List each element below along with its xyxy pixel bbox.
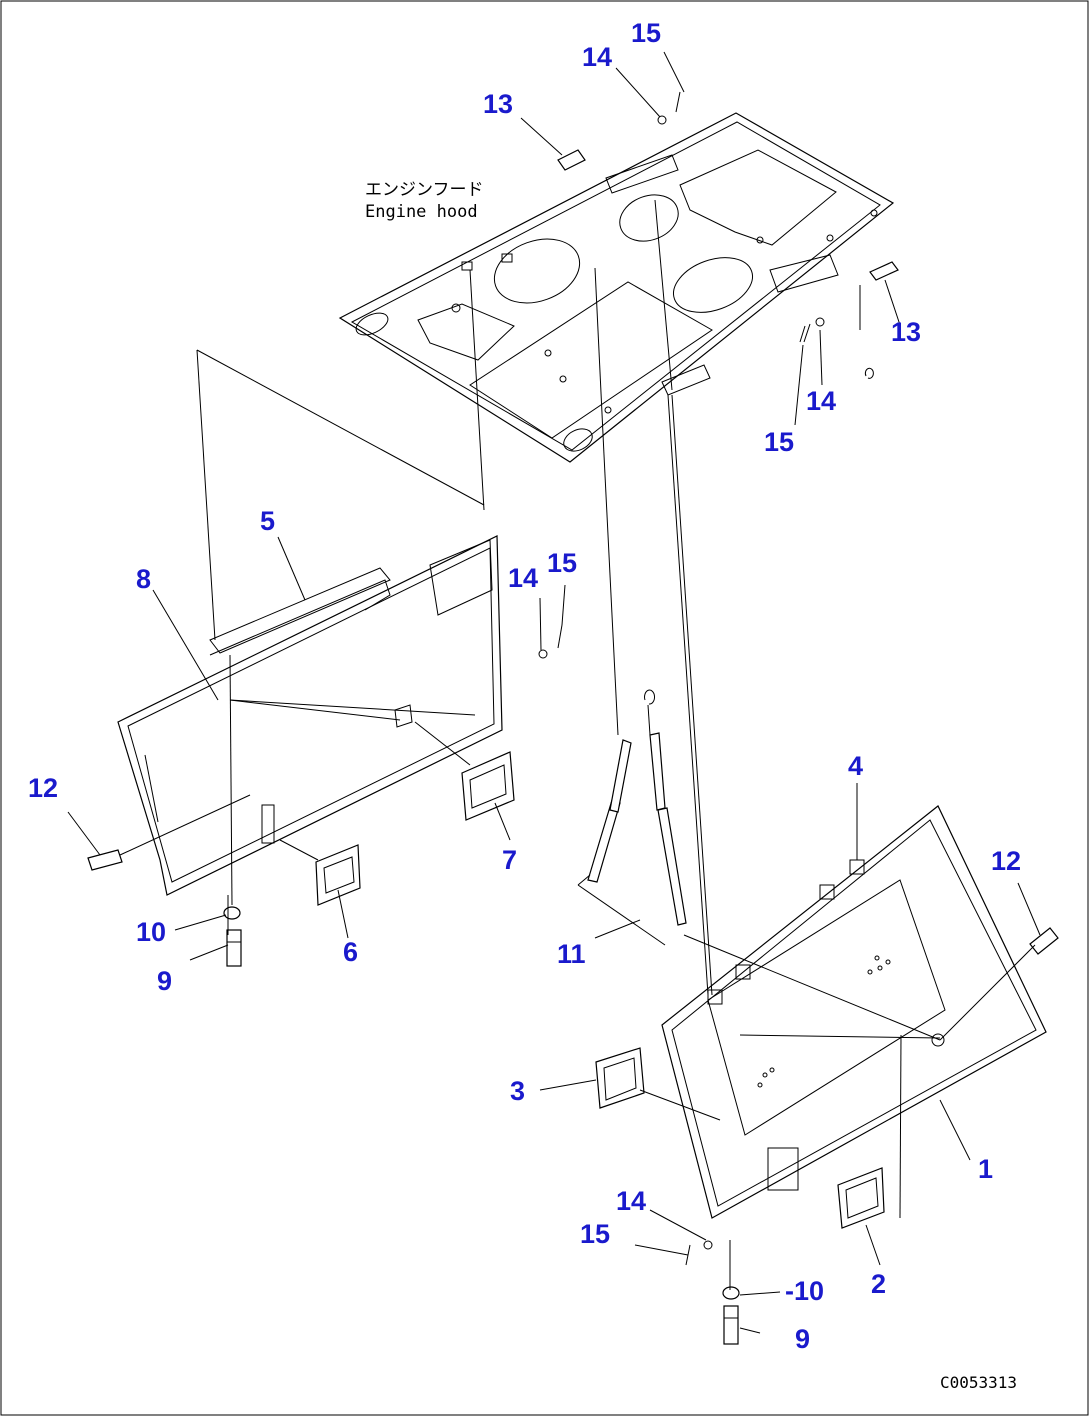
callout-9-right: 9 bbox=[795, 1324, 810, 1354]
callout-2: 2 bbox=[871, 1269, 886, 1299]
callout-3: 3 bbox=[510, 1076, 525, 1106]
hood-label-japanese: エンジンフード bbox=[365, 180, 484, 200]
hood-fasteners-right bbox=[799, 261, 899, 379]
callout-6: 6 bbox=[343, 937, 358, 967]
callout-12-left: 12 bbox=[28, 773, 58, 803]
callout-5: 5 bbox=[260, 506, 275, 536]
callout-13-right: 13 bbox=[891, 317, 921, 347]
callout-1: 1 bbox=[978, 1154, 993, 1184]
callout-12-right: 12 bbox=[991, 846, 1021, 876]
callout-10-left: 10 bbox=[136, 917, 166, 947]
latch-plate-3 bbox=[595, 1047, 645, 1109]
callout-15-top: 15 bbox=[631, 18, 661, 48]
callout-14-door: 14 bbox=[508, 563, 538, 593]
washer-14-left bbox=[538, 649, 548, 659]
leader-lines bbox=[67, 51, 1041, 1334]
bolt-12-left bbox=[87, 849, 123, 871]
callout-8: 8 bbox=[136, 564, 151, 594]
gas-springs bbox=[577, 689, 687, 946]
callouts: 1 2 3 4 5 6 7 8 9 9 10 -10 11 12 12 13 1… bbox=[28, 18, 1021, 1354]
bolt-9-left bbox=[226, 929, 242, 967]
callout-14-bottom: 14 bbox=[616, 1186, 646, 1216]
washer-10-right bbox=[722, 1286, 740, 1300]
washer-10-left bbox=[223, 906, 241, 920]
latch-plate-7 bbox=[461, 751, 515, 821]
callout-11: 11 bbox=[557, 939, 586, 969]
hood-label: エンジンフード Engine hood bbox=[365, 180, 484, 222]
callout-15-right: 15 bbox=[764, 427, 794, 457]
right-side-door bbox=[661, 805, 1047, 1219]
pin-15-left bbox=[557, 624, 563, 649]
callout-15-door: 15 bbox=[547, 548, 577, 578]
assembly-lines bbox=[119, 199, 1036, 1290]
callout-7: 7 bbox=[502, 845, 517, 875]
washer-14-right bbox=[703, 1240, 713, 1250]
callout-14-right: 14 bbox=[806, 386, 836, 416]
hood-label-english: Engine hood bbox=[365, 202, 478, 222]
callout-13-top: 13 bbox=[483, 89, 513, 119]
callout-15-bottom: 15 bbox=[580, 1219, 610, 1249]
latch-plate-2 bbox=[837, 1167, 885, 1229]
bolt-9-right bbox=[723, 1305, 739, 1345]
callout-10-right: -10 bbox=[785, 1276, 824, 1306]
bolt-12-right bbox=[1029, 927, 1059, 955]
callout-14-top: 14 bbox=[582, 42, 612, 72]
hood-fasteners-left bbox=[557, 91, 681, 171]
engine-hood bbox=[338, 112, 895, 463]
callout-9-left: 9 bbox=[157, 966, 172, 996]
latch-plate-6 bbox=[315, 844, 361, 906]
reference-code: C0053313 bbox=[940, 1373, 1017, 1392]
callout-4: 4 bbox=[848, 751, 863, 781]
left-side-door bbox=[117, 535, 503, 896]
